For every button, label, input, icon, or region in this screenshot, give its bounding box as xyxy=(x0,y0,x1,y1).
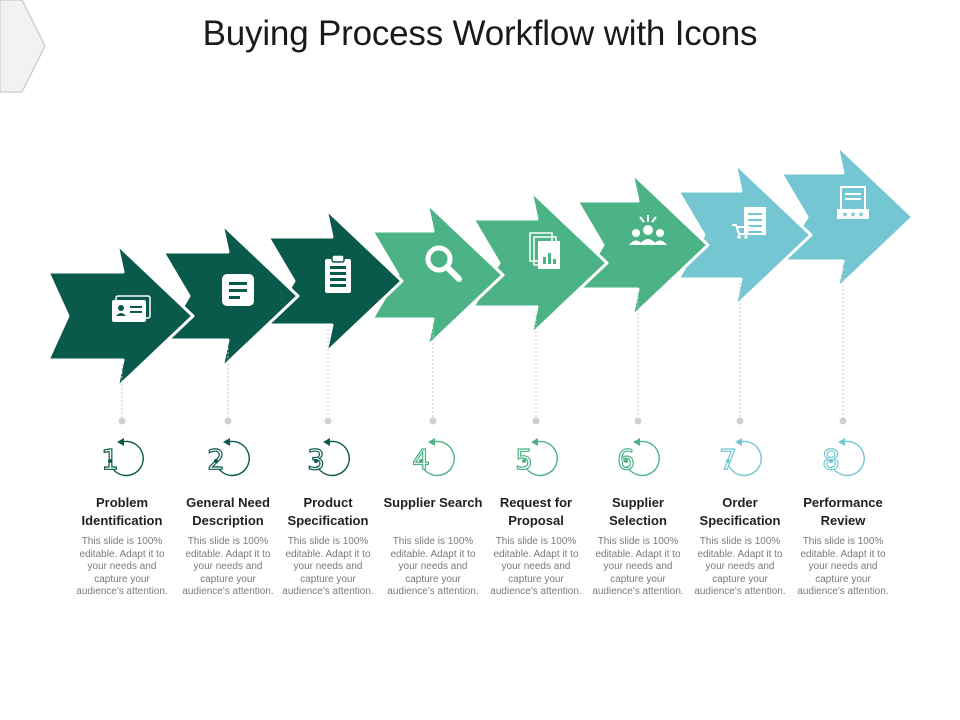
step-number-badge: 1 xyxy=(100,438,144,477)
step-description: This slide is 100% editable. Adapt it to… xyxy=(387,536,479,597)
connector-dot xyxy=(532,417,540,425)
arrow-layer xyxy=(46,143,915,390)
step-title: Order Specification xyxy=(699,495,781,528)
connector-dot xyxy=(634,417,642,425)
connector-dot xyxy=(224,417,232,425)
connector-dot xyxy=(324,417,332,425)
team-icon xyxy=(629,215,667,245)
cart-document-icon xyxy=(732,207,766,239)
step-description: This slide is 100% editable. Adapt it to… xyxy=(282,536,374,597)
step-number-badge: 6 xyxy=(616,438,660,477)
search-icon xyxy=(425,245,462,282)
step-description: This slide is 100% editable. Adapt it to… xyxy=(76,536,168,597)
step-description: This slide is 100% editable. Adapt it to… xyxy=(490,536,582,597)
step-title: Product Specification xyxy=(287,495,369,528)
step-number-badge: 8 xyxy=(821,438,865,477)
number-layer: 1 2 3 4 5 6 7 8 xyxy=(100,438,865,477)
step-title: Problem Identification xyxy=(81,495,163,528)
step-description: This slide is 100% editable. Adapt it to… xyxy=(592,536,684,597)
step-title: Request for Proposal xyxy=(499,495,573,528)
corner-decoration xyxy=(0,0,46,93)
step-title: Supplier Search xyxy=(383,495,483,510)
connector-dot xyxy=(736,417,744,425)
step-description: This slide is 100% editable. Adapt it to… xyxy=(694,536,786,597)
documents-chart-icon xyxy=(529,232,560,269)
clipboard-icon xyxy=(325,254,351,293)
step-number-badge: 5 xyxy=(514,438,558,477)
connector-dot xyxy=(429,417,437,425)
step-title: Performance Review xyxy=(803,495,883,528)
connector-dot xyxy=(839,417,847,425)
id-card-icon xyxy=(112,295,151,322)
svg-text:★: ★ xyxy=(841,210,848,219)
connector-dot xyxy=(118,417,126,425)
step-description: This slide is 100% editable. Adapt it to… xyxy=(797,536,889,597)
page-title: Buying Process Workflow with Icons xyxy=(202,14,758,53)
step-number-badge: 4 xyxy=(411,438,455,477)
step-number-badge: 7 xyxy=(718,438,762,477)
step-number-badge: 2 xyxy=(206,438,250,477)
connector-layer xyxy=(118,265,847,425)
svg-text:★: ★ xyxy=(849,210,856,219)
review-document-icon: ★★★ xyxy=(837,186,869,219)
step-title: General Need Description xyxy=(186,495,270,528)
step-title: Supplier Selection xyxy=(609,495,667,528)
svg-text:★: ★ xyxy=(857,210,864,219)
document-icon xyxy=(222,274,254,306)
icon-layer: ★★★ xyxy=(112,186,869,322)
step-number-badge: 3 xyxy=(306,438,350,477)
step-description: This slide is 100% editable. Adapt it to… xyxy=(182,536,274,597)
